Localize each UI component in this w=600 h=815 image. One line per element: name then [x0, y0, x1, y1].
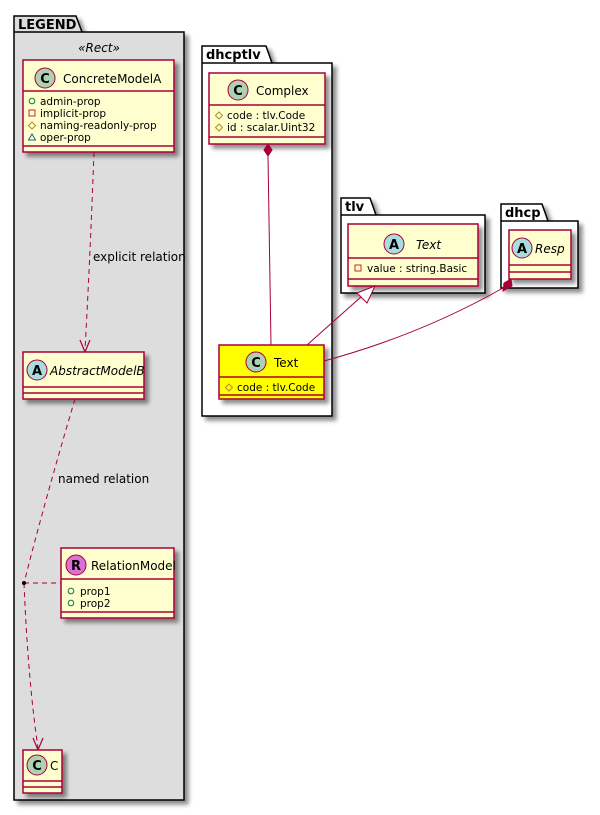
attribute: code : tlv.Code	[237, 382, 315, 394]
named-relation-edge: named relation	[22, 398, 149, 752]
svg-text:A: A	[517, 242, 527, 257]
class-name: Complex	[256, 84, 309, 98]
class-complex[interactable]: C Complex code : tlv.Code id : scalar.Ui…	[208, 72, 326, 145]
named-relation-label: named relation	[58, 472, 149, 486]
abstract-a-icon	[511, 237, 533, 259]
package-tlv-title: tlv	[345, 200, 365, 215]
class-name: ConcreteModelA	[63, 72, 162, 86]
private-visibility-icon	[28, 109, 36, 117]
svg-text:C: C	[251, 356, 261, 371]
protected-visibility-icon	[214, 111, 224, 120]
class-c[interactable]: C C	[22, 749, 63, 794]
composition-diamond-icon	[502, 278, 513, 292]
abstract-a-icon	[26, 359, 48, 381]
public-visibility-icon	[67, 587, 75, 595]
resp-composition-edge	[323, 278, 513, 362]
package-dhcp-title: dhcp	[505, 206, 541, 221]
class-abstract-model-b[interactable]: A AbstractModelB	[22, 351, 145, 400]
attribute: oper-prop	[40, 132, 91, 144]
protected-visibility-icon	[214, 123, 224, 132]
explicit-relation-label: explicit relation	[93, 250, 186, 264]
class-resp[interactable]: A Resp	[508, 229, 572, 280]
class-name: AbstractModelB	[49, 364, 145, 378]
protected-visibility-icon	[27, 121, 37, 130]
class-relation-model[interactable]: R RelationModel prop1 prop2	[60, 547, 176, 619]
class-c-icon	[26, 754, 48, 776]
legend-stereotype: «Rect»	[78, 41, 120, 55]
svg-text:C: C	[32, 759, 42, 774]
attribute: code : tlv.Code	[227, 110, 305, 122]
inheritance-triangle-icon	[356, 285, 376, 304]
class-name: Text	[273, 356, 299, 370]
attribute: prop1	[80, 586, 111, 598]
svg-text:A: A	[32, 364, 42, 379]
class-name: C	[50, 759, 58, 773]
attribute: prop2	[80, 598, 111, 610]
attribute: implicit-prop	[40, 108, 106, 120]
abstract-a-icon	[383, 233, 405, 255]
attribute: id : scalar.Uint32	[227, 122, 315, 134]
class-c-icon	[245, 351, 267, 373]
class-dhcptlv-text[interactable]: C Text code : tlv.Code	[218, 344, 325, 400]
class-c-icon	[34, 67, 56, 89]
class-concrete-model-a[interactable]: C ConcreteModelA admin-prop implicit-pro…	[22, 59, 175, 153]
public-visibility-icon	[67, 599, 75, 607]
class-name: Resp	[535, 242, 565, 256]
composition-edge	[263, 143, 273, 346]
attribute: admin-prop	[40, 96, 101, 108]
public-visibility-icon	[28, 97, 36, 105]
svg-text:C: C	[233, 84, 243, 99]
svg-text:A: A	[389, 238, 399, 253]
svg-text:C: C	[40, 72, 50, 87]
package-dhcptlv-title: dhcptlv	[206, 48, 261, 63]
svg-text:R: R	[71, 559, 81, 574]
class-c-icon	[227, 79, 249, 101]
explicit-relation-edge: explicit relation	[79, 151, 186, 354]
legend-package-title: LEGEND	[18, 18, 77, 33]
class-name: RelationModel	[91, 559, 176, 573]
generalization-edge	[306, 285, 376, 346]
private-visibility-icon	[354, 264, 362, 272]
attribute: naming-readonly-prop	[40, 120, 157, 132]
relation-r-icon	[65, 554, 87, 576]
composition-diamond-icon	[263, 143, 273, 157]
association-point-icon	[22, 581, 26, 585]
protected-visibility-icon	[224, 383, 234, 392]
attribute: value : string.Basic	[367, 263, 467, 275]
class-tlv-text[interactable]: A Text value : string.Basic	[347, 223, 479, 287]
package-visibility-icon	[27, 133, 37, 141]
class-name: Text	[416, 238, 442, 252]
